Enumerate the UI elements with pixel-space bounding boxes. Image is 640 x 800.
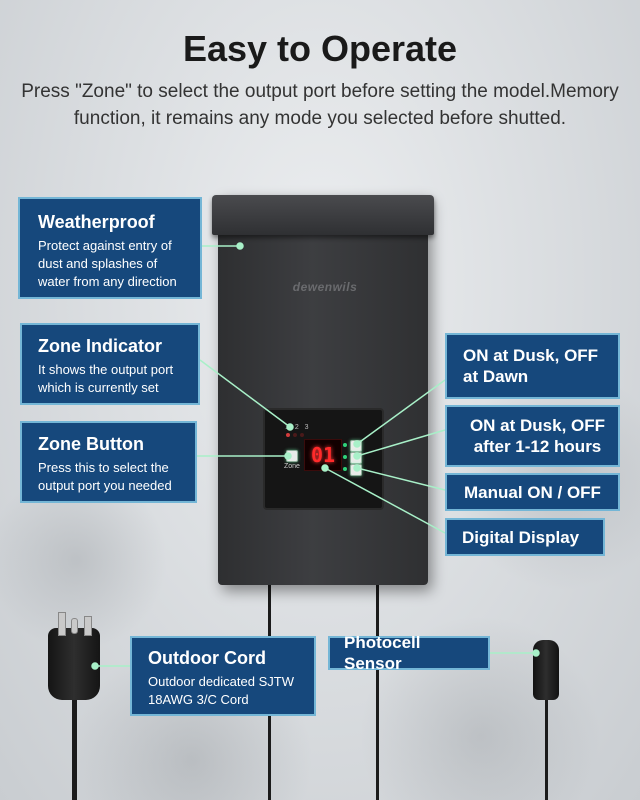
callout-outdoor-cord-desc: Outdoor dedicated SJTW 18AWG 3/C Cord <box>148 674 294 707</box>
leader-zone-indicator <box>199 359 291 428</box>
plug-prong-left <box>58 612 66 636</box>
callout-zone-button-desc: Press this to select the output port you… <box>38 460 172 493</box>
sensor-lead-wire <box>545 700 548 800</box>
zone-led-1 <box>286 433 290 437</box>
zone-led-2 <box>293 433 297 437</box>
transformer-housing <box>218 195 428 585</box>
callout-photocell-title: Photocell Sensor <box>344 633 421 673</box>
callout-zone-button: Zone Button Press this to select the out… <box>20 421 197 503</box>
callout-weatherproof: Weatherproof Protect against entry of du… <box>18 197 202 299</box>
callout-digital-display-title: Digital Display <box>462 527 580 547</box>
digital-display: 01 <box>304 439 342 471</box>
callout-photocell: Photocell Sensor <box>328 633 490 673</box>
sensor-cord-wire <box>376 585 379 800</box>
zone-led-3 <box>300 433 304 437</box>
mode-led-2 <box>343 455 347 459</box>
callout-weatherproof-desc: Protect against entry of dust and splash… <box>38 238 177 289</box>
callout-dusk-dawn-title: ON at Dusk, OFF at Dawn <box>463 346 599 386</box>
callout-manual: Manual ON / OFF <box>445 473 620 511</box>
callout-manual-title: Manual ON / OFF <box>464 482 601 502</box>
leader-display <box>324 467 446 534</box>
plug-cord-wire <box>72 700 77 800</box>
brand-logo: dewenwils <box>292 280 358 294</box>
callout-dusk-hours-title: ON at Dusk, OFF after 1-12 hours <box>469 416 606 456</box>
callout-outdoor-cord-title: Outdoor Cord <box>148 648 266 668</box>
callout-dusk-dawn: ON at Dusk, OFF at Dawn <box>445 333 620 399</box>
plug-prong-ground <box>71 618 78 634</box>
callout-zone-indicator-title: Zone Indicator <box>38 336 163 356</box>
zone-number-labels: 1 2 3 <box>285 424 311 431</box>
leader-manual <box>356 467 446 491</box>
callout-weatherproof-title: Weatherproof <box>38 212 155 232</box>
page-subtitle: Press "Zone" to select the output port b… <box>21 81 619 129</box>
leader-dusk-hours <box>356 429 446 457</box>
callout-zone-indicator: Zone Indicator It shows the output port … <box>20 323 200 405</box>
mode-led-1 <box>343 443 347 447</box>
plug-prong-right <box>84 616 92 636</box>
callout-dusk-hours: ON at Dusk, OFF after 1-12 hours <box>445 405 620 467</box>
transformer-lid <box>212 195 434 235</box>
callout-digital-display: Digital Display <box>445 518 605 556</box>
mode-led-3 <box>343 467 347 471</box>
callout-zone-indicator-desc: It shows the output port which is curren… <box>38 362 174 395</box>
zone-button-label: Zone <box>284 463 300 470</box>
page-title: Easy to Operate <box>182 28 458 69</box>
callout-zone-button-title: Zone Button <box>38 434 144 454</box>
leader-dusk-dawn <box>356 379 446 445</box>
callout-outdoor-cord: Outdoor Cord Outdoor dedicated SJTW 18AW… <box>130 636 316 716</box>
power-plug <box>48 628 100 700</box>
